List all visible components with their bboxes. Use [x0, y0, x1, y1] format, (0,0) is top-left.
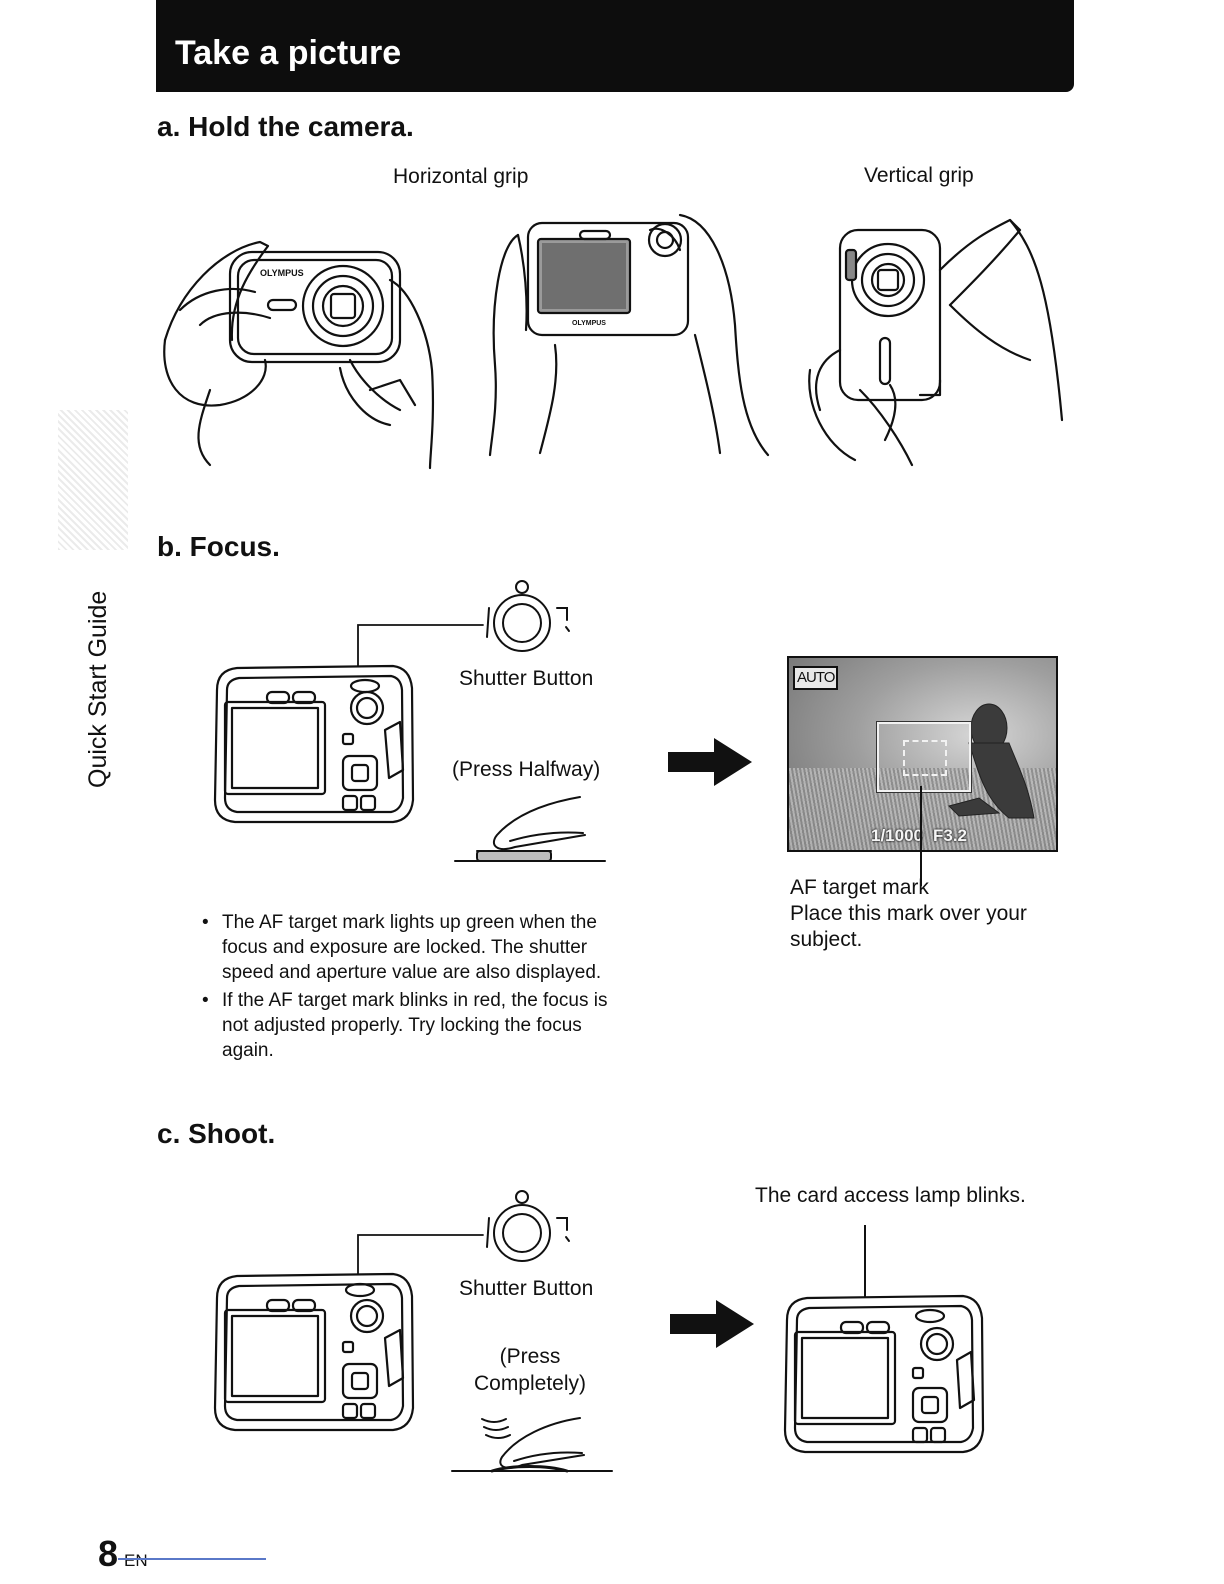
vertical-grip-caption: Vertical grip — [864, 164, 974, 187]
side-tab-label: Quick Start Guide — [84, 590, 112, 788]
arrow-right-icon-shoot — [670, 1300, 754, 1348]
camera-brand-text-back: OLYMPUS — [572, 320, 606, 327]
press-completely-line-1: (Press — [499, 1345, 561, 1368]
note-1-line-2: focus and exposure are locked. The shutt… — [222, 937, 588, 958]
note-2-line-2: not adjusted properly. Try locking the f… — [222, 1015, 582, 1036]
bullet-icon: • — [202, 912, 209, 933]
aperture-readout: F3.2 — [933, 826, 968, 845]
page-language: EN — [124, 1551, 148, 1570]
horizontal-grip-caption: Horizontal grip — [393, 165, 529, 188]
press-completely-label: (Press Completely) — [460, 1343, 600, 1397]
af-target-mark — [903, 740, 947, 776]
shutter-button-label-shoot: Shutter Button — [459, 1277, 594, 1300]
shutter-speed-readout: 1/1000 — [871, 826, 923, 845]
focus-notes-list: • The AF target mark lights up green whe… — [200, 910, 670, 1066]
af-leader-line — [920, 786, 922, 886]
note-2-line-1: If the AF target mark blinks in red, the… — [222, 990, 608, 1011]
af-caption: AF target mark Place this mark over your… — [790, 875, 1027, 953]
side-tab-texture — [58, 410, 128, 550]
focus-note-item: • The AF target mark lights up green whe… — [200, 910, 670, 985]
note-1-line-3: speed and aperture value are also displa… — [222, 962, 602, 983]
horizontal-grip-front-illustration: OLYMPUS — [163, 240, 435, 470]
press-completely-line-2: Completely) — [473, 1372, 587, 1395]
step-b-heading: b. Focus. — [157, 531, 280, 562]
horizontal-grip-back-illustration: OLYMPUS — [488, 213, 770, 457]
note-2-line-3: again. — [222, 1040, 274, 1061]
press-halfway-label: (Press Halfway) — [452, 758, 601, 781]
lcd-preview-screen: AUTO 1/1000 F3.2 — [787, 656, 1058, 852]
af-caption-line-3: subject. — [790, 928, 863, 951]
mode-badge: AUTO — [793, 666, 839, 690]
camera-back-focus-illustration — [213, 664, 415, 824]
camera-back-shoot-illustration — [213, 1272, 415, 1432]
shutter-button-detail-icon-shoot — [357, 1190, 570, 1294]
shutter-button-label-focus: Shutter Button — [459, 667, 594, 690]
bullet-icon: • — [202, 990, 209, 1011]
card-lamp-caption: The card access lamp blinks. — [755, 1184, 1026, 1207]
af-target-frame — [877, 722, 971, 792]
finger-press-completely-icon — [451, 1417, 613, 1473]
step-a-heading: a. Hold the camera. — [157, 111, 414, 142]
page-number: 8 — [98, 1533, 119, 1574]
section-header-bar — [156, 0, 1074, 92]
af-caption-line-2: Place this mark over your — [790, 902, 1027, 925]
lamp-leader-line — [864, 1225, 866, 1323]
footer-rule — [118, 1558, 266, 1560]
focus-note-item: • If the AF target mark blinks in red, t… — [200, 988, 670, 1063]
shutter-button-detail-icon-focus — [357, 580, 570, 684]
finger-press-halfway-icon — [454, 796, 606, 862]
subject-figure — [948, 703, 1035, 819]
step-c-heading: c. Shoot. — [157, 1118, 276, 1149]
af-caption-line-1: AF target mark — [790, 876, 929, 899]
vertical-grip-illustration — [808, 218, 1064, 467]
arrow-right-icon-focus — [668, 738, 752, 786]
note-1-line-1: The AF target mark lights up green when … — [222, 912, 597, 933]
camera-brand-text: OLYMPUS — [260, 268, 304, 278]
camera-back-lamp-illustration — [783, 1294, 985, 1454]
page-title: Take a picture — [175, 34, 402, 72]
